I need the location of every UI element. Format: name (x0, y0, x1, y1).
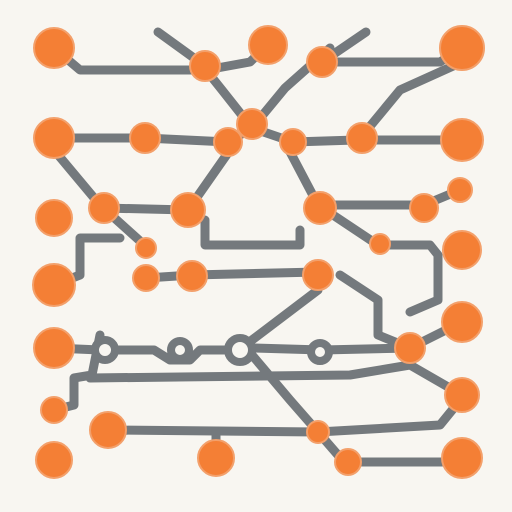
network-node (302, 259, 334, 291)
network-node (89, 411, 127, 449)
wire-layer (49, 27, 467, 467)
wire (247, 317, 467, 355)
network-node (369, 233, 391, 255)
network-node (213, 127, 243, 157)
network-node (197, 439, 235, 477)
network-node (135, 237, 157, 259)
network-node (32, 263, 76, 307)
network-node (409, 193, 439, 223)
network-node (248, 25, 288, 65)
junction-ring (307, 339, 333, 365)
wire (247, 123, 467, 147)
wire (103, 393, 467, 437)
network-node (441, 301, 483, 343)
network-node (33, 327, 75, 369)
network-node (35, 199, 73, 237)
wire (49, 343, 233, 365)
network-node (439, 25, 485, 71)
wire (200, 215, 305, 250)
network-node (444, 377, 480, 413)
wire (85, 360, 467, 400)
network-node (306, 46, 338, 78)
network-node (346, 122, 378, 154)
network-node (394, 332, 426, 364)
wire (373, 240, 443, 317)
wire (335, 270, 415, 353)
junction-layer (91, 334, 333, 366)
network-node (33, 117, 75, 159)
network-node (442, 230, 482, 270)
network-node (189, 50, 221, 82)
network-node (88, 192, 120, 224)
network-node (447, 177, 473, 203)
junction-ring (167, 337, 193, 363)
network-node (129, 122, 161, 154)
junction-ring (224, 334, 256, 366)
wire (141, 267, 323, 345)
network-node (441, 437, 483, 479)
network-node (306, 420, 330, 444)
junction-ring (91, 336, 119, 364)
network-node (176, 260, 208, 292)
network-node (132, 264, 160, 292)
network-node (33, 27, 75, 69)
network-node (334, 448, 362, 476)
network-node (170, 192, 206, 228)
wire (49, 43, 257, 133)
network-node (303, 191, 337, 225)
wire (357, 57, 467, 141)
network-node (440, 118, 484, 162)
wire (313, 185, 465, 210)
network-node (35, 441, 73, 479)
network-node (40, 396, 68, 424)
network-node (236, 108, 268, 140)
node-layer (32, 25, 485, 479)
network-node (279, 128, 307, 156)
